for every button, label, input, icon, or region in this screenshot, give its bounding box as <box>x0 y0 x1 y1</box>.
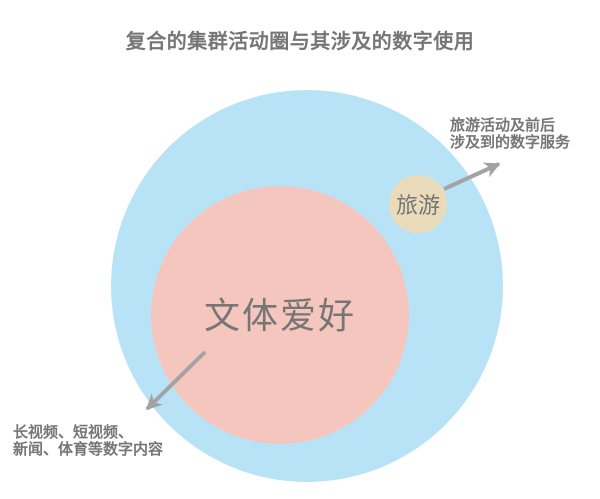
diagram-title: 复合的集群活动圈与其涉及的数字使用 <box>125 29 475 53</box>
digital-content-annotation-line2: 新闻、体育等数字内容 <box>13 440 164 458</box>
inner-hobby-label: 文体爱好 <box>203 296 356 337</box>
digital-content-annotation: 长视频、短视频、 新闻、体育等数字内容 <box>13 424 163 458</box>
travel-services-annotation-line2: 涉及到的数字服务 <box>450 133 571 151</box>
digital-content-annotation-line1: 长视频、短视频、 <box>13 423 134 441</box>
travel-services-annotation-line1: 旅游活动及前后 <box>450 116 556 134</box>
travel-services-annotation: 旅游活动及前后 涉及到的数字服务 <box>450 117 570 151</box>
inner-hobby-circle: 文体爱好 <box>151 186 409 444</box>
travel-label: 旅游 <box>395 194 440 219</box>
travel-circle: 旅游 <box>389 175 447 233</box>
